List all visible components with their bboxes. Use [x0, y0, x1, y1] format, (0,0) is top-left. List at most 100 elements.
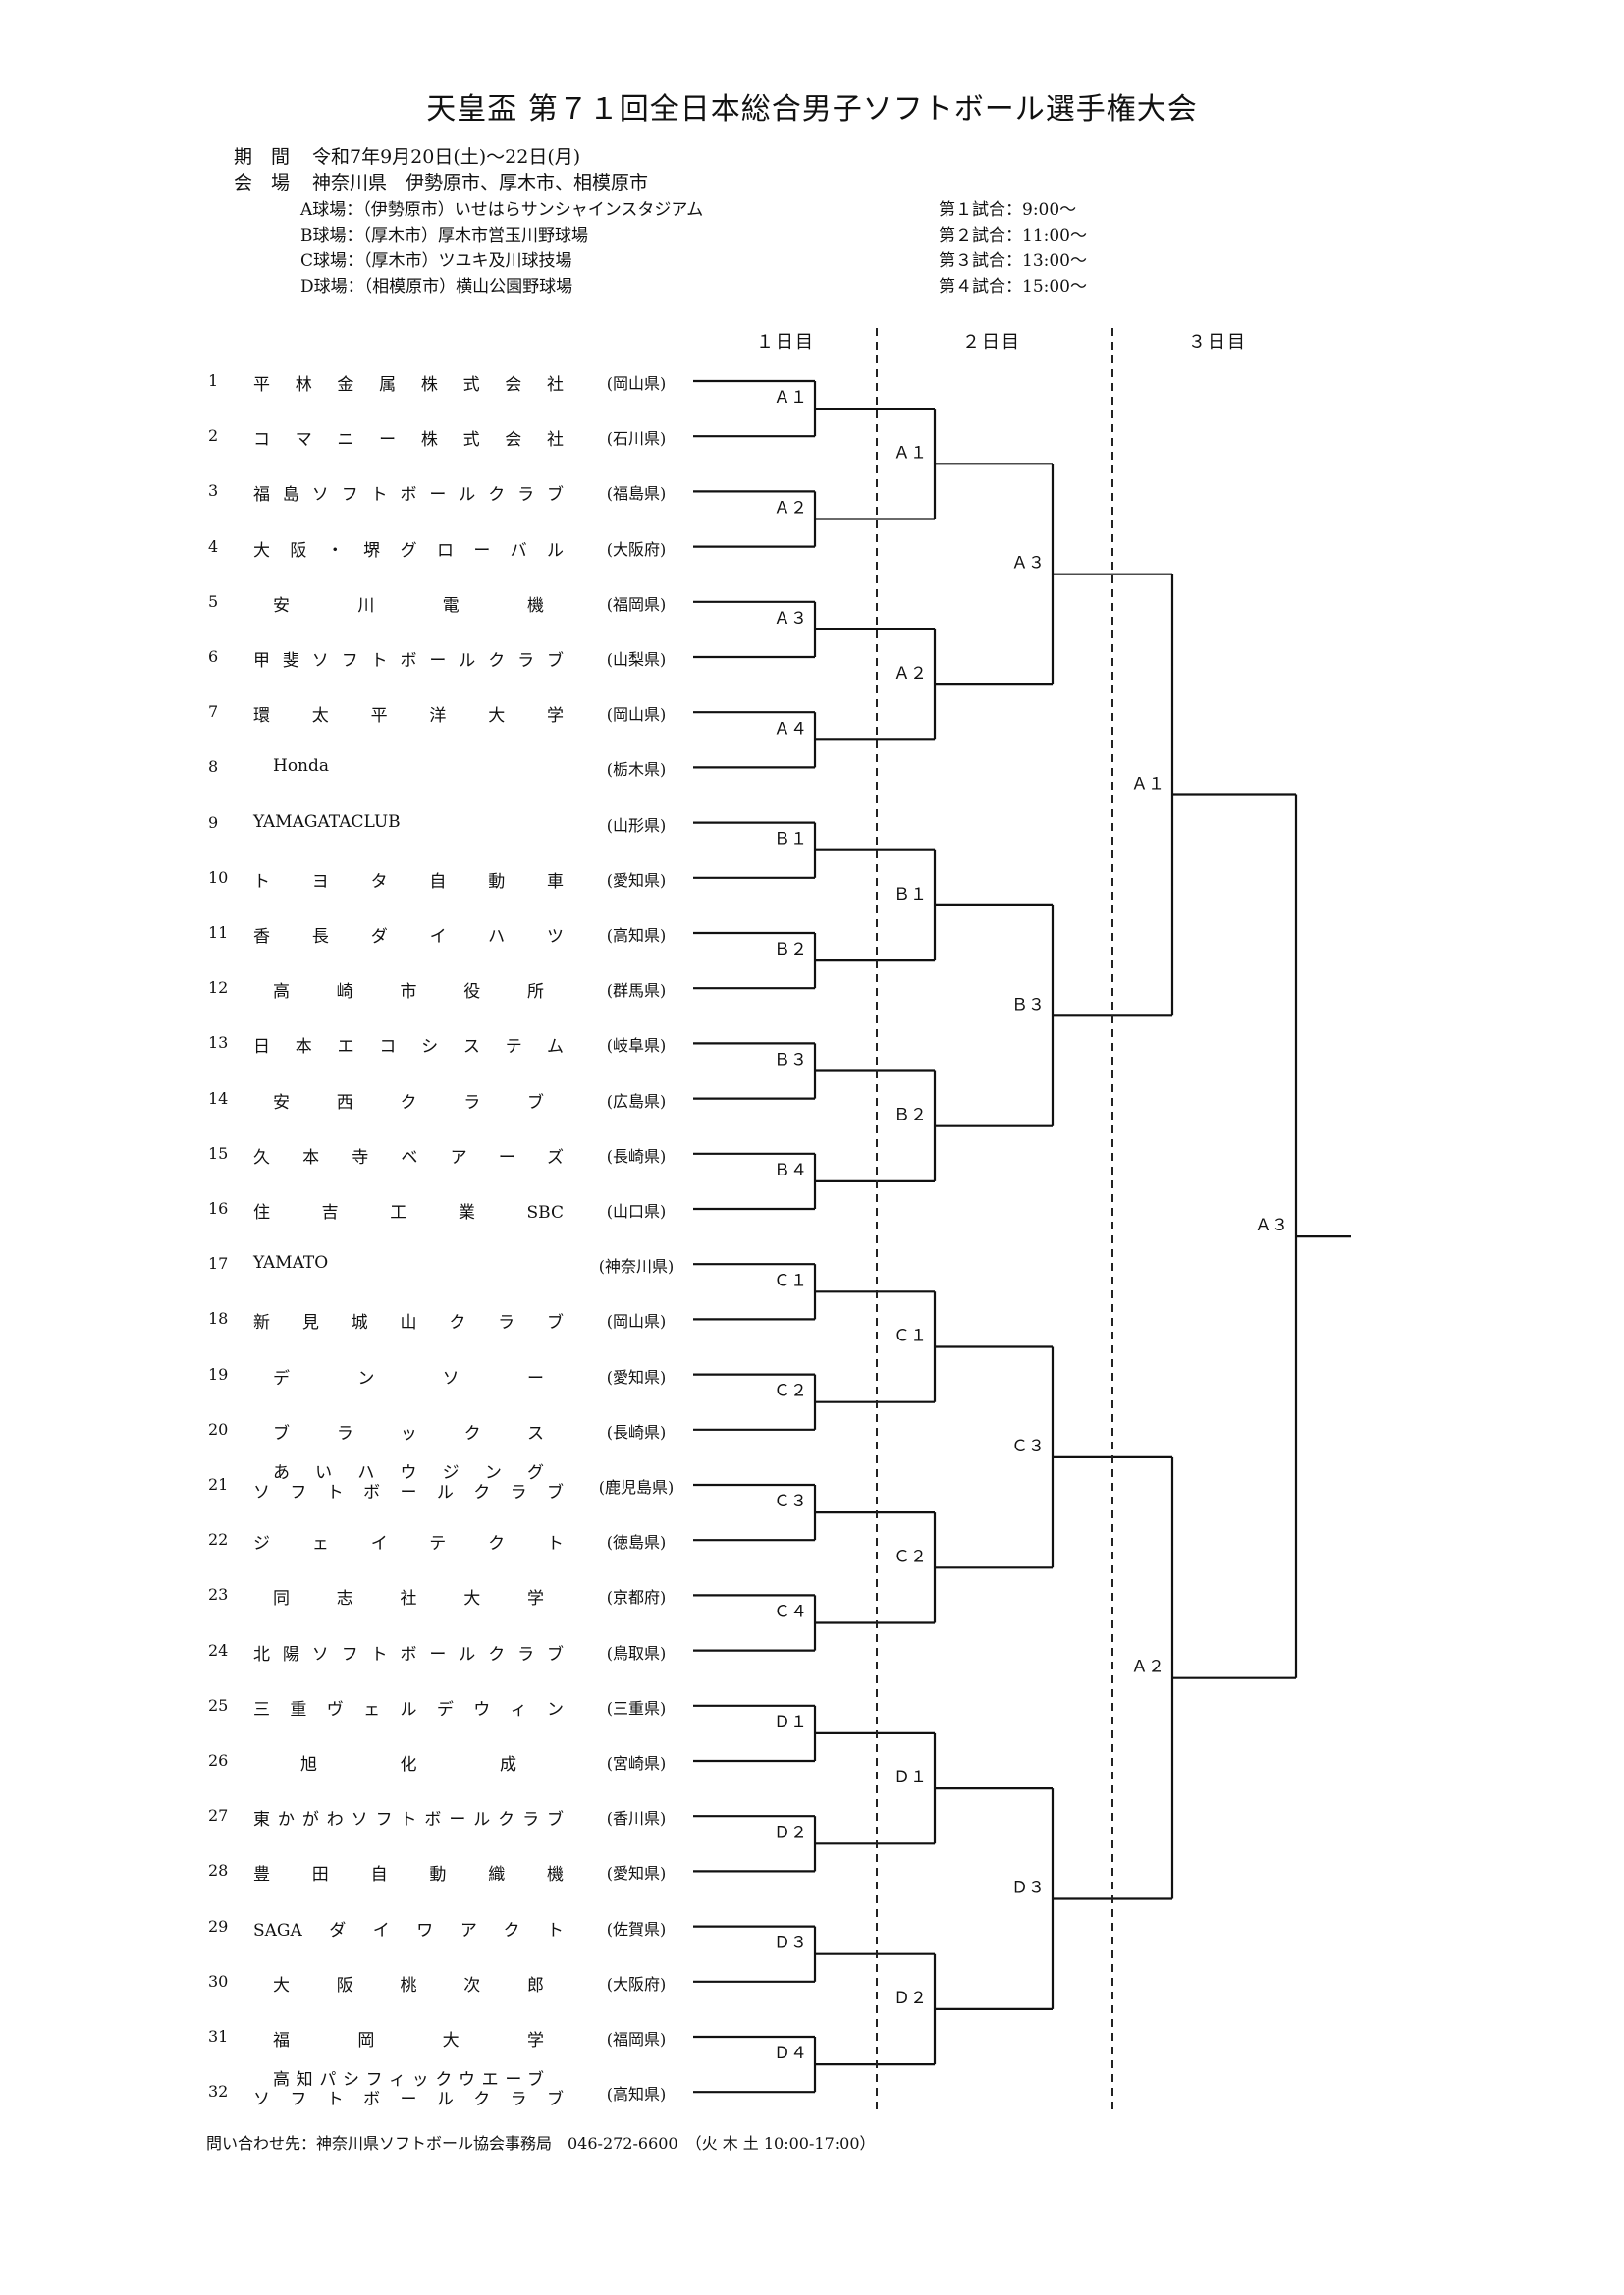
match-label-day1: Ａ４ [774, 719, 807, 738]
team-number: 29 [208, 1916, 229, 1936]
team-number: 14 [208, 1088, 229, 1108]
venue-label: 会 場 [234, 172, 291, 193]
team-prefecture: (岡山県) [606, 1312, 667, 1332]
match-label-day2: Ａ３ [1011, 554, 1045, 574]
match-label-day1: Ｃ１ [774, 1271, 807, 1290]
team-name: コマニー株式会社 [253, 430, 564, 451]
team-prefecture: (石川県) [606, 429, 667, 449]
team-prefecture: (山梨県) [606, 650, 667, 669]
match-label-day2: Ｃ３ [1011, 1437, 1045, 1456]
team-prefecture: (宮崎県) [606, 1754, 667, 1773]
schedule-game-1: 第１試合：9:00～ [939, 200, 1077, 220]
team-prefecture: (岡山県) [606, 374, 667, 393]
team-name: 香長ダイハツ [253, 927, 564, 947]
team-number: 17 [208, 1254, 229, 1274]
match-label-day1: Ｄ４ [774, 2044, 807, 2063]
team-prefecture: (岐阜県) [606, 1036, 667, 1056]
team-number: 31 [208, 2027, 229, 2046]
team-name: 新見城山クラブ [253, 1313, 564, 1334]
team-number: 21 [208, 1475, 229, 1494]
team-prefecture: (福島県) [606, 484, 667, 504]
team-name: 福岡大学 [273, 2031, 544, 2050]
team-prefecture: (神奈川県) [598, 1257, 675, 1277]
team-number: 25 [208, 1695, 229, 1715]
team-name: 住吉工業SBC [253, 1203, 564, 1223]
team-name-line-2: ソフトボールクラブ [253, 2090, 564, 2110]
team-number: 4 [208, 536, 219, 556]
team-prefecture: (高知県) [606, 2085, 667, 2104]
match-label-day2: Ｂ２ [893, 1106, 927, 1125]
team-prefecture: (山口県) [606, 1202, 667, 1221]
match-label-day1: Ｂ１ [774, 830, 807, 849]
venue-line-d: D球場：（相模原市）横山公園野球場 [300, 277, 573, 297]
team-number: 13 [208, 1033, 229, 1053]
team-number: 18 [208, 1309, 229, 1329]
match-label-day1: Ｄ２ [774, 1823, 807, 1842]
team-name: 大阪・堺グローバル [253, 540, 564, 561]
team-number: 20 [208, 1419, 229, 1439]
match-label-day1: Ｄ３ [774, 1934, 807, 1953]
team-prefecture: (大阪府) [606, 539, 667, 559]
team-number: 19 [208, 1364, 229, 1384]
match-label-day3: Ａ２ [1131, 1658, 1164, 1677]
match-label-day3: Ａ１ [1131, 775, 1164, 794]
match-label-day1: Ｂ２ [774, 940, 807, 959]
team-number: 2 [208, 426, 219, 446]
team-name: 大阪桃次郎 [273, 1975, 544, 1995]
period-label: 期 間 [234, 146, 291, 168]
team-number: 6 [208, 647, 219, 666]
team-prefecture: (栃木県) [606, 760, 667, 780]
team-name: 日本エコシステム [253, 1037, 564, 1058]
match-label-day2: Ｃ１ [893, 1327, 927, 1346]
team-number: 26 [208, 1751, 229, 1770]
team-name: 同志社大学 [273, 1589, 544, 1610]
venue-line-b: B球場：（厚木市）厚木市営玉川野球場 [300, 226, 588, 246]
team-name: 旭化成 [300, 1755, 516, 1775]
team-name: トヨタ自動車 [253, 871, 564, 892]
schedule-game-2: 第２試合：11:00～ [939, 226, 1087, 246]
team-name: 高崎市役所 [273, 982, 544, 1003]
team-name: あいハウジングソフトボールクラブ [253, 1463, 564, 1503]
team-name: 環太平洋大学 [253, 706, 564, 727]
page-title: 天皇盃 第７１回全日本総合男子ソフトボール選手権大会 [426, 92, 1198, 127]
team-name: SAGAダイワアクト [253, 1920, 564, 1940]
team-number: 22 [208, 1530, 229, 1550]
team-number: 15 [208, 1143, 229, 1163]
team-name: 豊田自動織機 [253, 1865, 564, 1885]
team-number: 10 [208, 867, 229, 887]
team-number: 7 [208, 702, 219, 722]
team-prefecture: (愛知県) [606, 1864, 667, 1884]
team-prefecture: (大阪府) [606, 1974, 667, 1994]
match-label-day2: Ｃ２ [893, 1547, 927, 1566]
day-1-header: １日目 [756, 332, 815, 353]
team-name: 久本寺ベアーズ [253, 1147, 564, 1168]
match-label-day1: Ａ３ [774, 609, 807, 628]
team-prefecture: (京都府) [606, 1588, 667, 1608]
team-name: 甲斐ソフトボールクラブ [253, 651, 564, 671]
team-name-line-2: ソフトボールクラブ [253, 1483, 564, 1503]
match-label-day2: Ｂ３ [1011, 995, 1045, 1014]
team-prefecture: (三重県) [606, 1698, 667, 1718]
team-number: 8 [208, 757, 219, 777]
team-name: 高知パシフィックウエーブソフトボールクラブ [253, 2070, 564, 2109]
team-name-line-1: あいハウジング [273, 1463, 544, 1483]
team-prefecture: (愛知県) [606, 870, 667, 890]
team-prefecture: (福岡県) [606, 594, 667, 614]
team-prefecture: (長崎県) [606, 1422, 667, 1442]
team-name: 東かがわソフトボールクラブ [253, 1810, 564, 1831]
match-label-day1: Ｃ２ [774, 1382, 807, 1401]
match-label-day1: Ｂ３ [774, 1051, 807, 1070]
team-name: ジェイテクト [253, 1534, 564, 1555]
team-name: 安川電機 [273, 595, 544, 616]
team-name: 北陽ソフトボールクラブ [253, 1644, 564, 1665]
schedule-game-3: 第３試合：13:00～ [939, 251, 1087, 271]
team-number: 16 [208, 1199, 229, 1218]
match-label-day2: Ｄ１ [893, 1768, 927, 1787]
match-label-day2: Ｄ２ [893, 1989, 927, 2008]
match-label-day1: Ｃ３ [774, 1492, 807, 1511]
team-name: YAMAGATACLUB [253, 811, 401, 832]
team-number: 32 [208, 2082, 229, 2102]
match-label-day2: Ａ２ [893, 664, 927, 683]
team-number: 28 [208, 1861, 229, 1881]
